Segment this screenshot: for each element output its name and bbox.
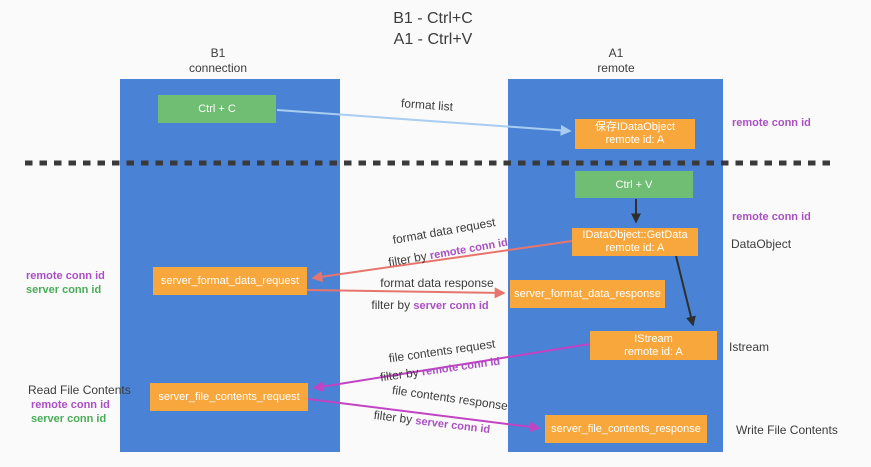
server-conn-id-text: server conn id	[414, 415, 491, 437]
getdata-line2: remote id: A	[605, 242, 665, 254]
right-column-header: A1 remote	[556, 46, 676, 76]
file-contents-response-label: file contents response	[391, 382, 509, 414]
filter-by-server-conn-id-label-1: filter by server conn id	[371, 298, 488, 312]
diagram-title: B1 - Ctrl+C A1 - Ctrl+V	[333, 8, 533, 50]
left-column-name: B1	[210, 46, 226, 60]
filter-by-text: filter by	[379, 364, 423, 385]
server-format-data-response-label: server_format_data_response	[514, 287, 661, 300]
title-line-2: A1 - Ctrl+V	[393, 31, 473, 48]
title-line-1: B1 - Ctrl+C	[393, 10, 473, 27]
istream-line2: remote id: A	[624, 345, 683, 358]
server-file-contents-request-box: server_file_contents_request	[150, 383, 308, 411]
server-conn-id-text: server conn id	[413, 300, 489, 312]
save-dataobject-line2: remote id: A	[605, 134, 665, 146]
filter-by-text: filter by	[372, 407, 417, 427]
dataobject-label: DataObject	[731, 237, 792, 251]
filter-by-text: filter by	[387, 248, 432, 270]
server-file-contents-response-label: server_file_contents_response	[551, 422, 701, 435]
istream-side-label: Istream	[729, 340, 770, 354]
ctrl-v-label: Ctrl + V	[615, 178, 653, 191]
server-format-data-response-box: server_format_data_response	[510, 280, 665, 308]
istream-box: IStream remote id: A	[590, 331, 717, 360]
save-dataobject-line1: 保存IDataObject	[594, 121, 676, 133]
right-remote-conn-id-label-2: remote conn id	[732, 211, 811, 223]
server-format-data-request-label: server_format_data_request	[160, 274, 300, 287]
format-list-label: format list	[400, 96, 454, 114]
write-file-contents-label: Write File Contents	[736, 423, 838, 437]
getdata-box: IDataObject::GetData remote id: A	[572, 228, 698, 256]
format-data-response-label: format data response	[380, 276, 494, 290]
left-column-header: B1 connection	[158, 46, 278, 76]
left-server-conn-id-label-1: server conn id	[26, 284, 102, 296]
left-remote-conn-id-label-1: remote conn id	[26, 270, 105, 282]
left-column-subtitle: connection	[188, 61, 248, 75]
ctrl-v-box: Ctrl + V	[575, 171, 693, 198]
istream-line1: IStream	[634, 332, 673, 345]
ctrl-c-label: Ctrl + C	[198, 103, 236, 115]
server-format-data-request-box: server_format_data_request	[153, 267, 307, 295]
right-column-name: A1	[608, 46, 624, 60]
getdata-line1: IDataObject::GetData	[582, 229, 688, 241]
ctrl-c-box: Ctrl + C	[158, 95, 276, 123]
right-remote-conn-id-label-1: remote conn id	[732, 117, 811, 129]
right-column-subtitle: remote	[597, 61, 635, 75]
read-file-contents-label: Read File Contents	[28, 383, 131, 397]
filter-by-text: filter by	[371, 298, 414, 312]
server-file-contents-response-box: server_file_contents_response	[545, 415, 707, 443]
left-server-conn-id-label-2: server conn id	[31, 413, 107, 425]
server-file-contents-request-label: server_file_contents_request	[158, 390, 300, 403]
left-remote-conn-id-label-2: remote conn id	[31, 399, 110, 411]
save-dataobject-box: 保存IDataObject remote id: A	[575, 119, 695, 149]
remote-conn-id-text: remote conn id	[428, 236, 509, 263]
filter-by-server-conn-id-label-2: filter by server conn id	[373, 408, 491, 436]
